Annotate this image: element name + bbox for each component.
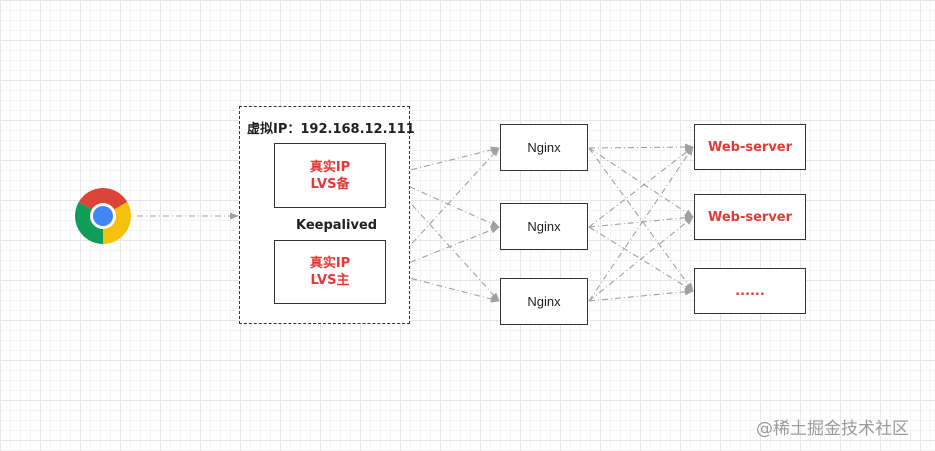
lvs-backup-role-label: LVS备 <box>310 176 350 192</box>
keepalived-label: Keepalived <box>296 218 378 233</box>
web-server-label: Web-server <box>707 139 793 155</box>
virtual-ip-label: 虚拟IP：192.168.12.111 <box>247 122 415 137</box>
lvs-backup-ip-label: 真实IP <box>309 159 351 175</box>
watermark: @稀土掘金技术社区 <box>756 419 909 439</box>
arrow-nginx-2-to-server-2 <box>588 214 694 228</box>
arrow-lvs-backup-to-nginx-2 <box>385 175 500 228</box>
web-server-node-1: Web-server <box>694 124 806 170</box>
arrow-nginx-1-to-server-1 <box>588 143 694 151</box>
lvs-master-node: 真实IP LVS主 <box>274 240 386 304</box>
web-server-ellipsis-label: ...... <box>735 283 765 299</box>
nginx-node-1: Nginx <box>500 124 588 171</box>
nginx-node-label: Nginx <box>527 140 561 155</box>
arrow-nginx-2-to-server-1 <box>588 146 694 228</box>
web-server-node-3: ...... <box>694 268 806 314</box>
arrow-nginx-3-to-server-2 <box>588 216 694 302</box>
nginx-node-2: Nginx <box>500 203 588 250</box>
lvs-backup-node: 真实IP LVS备 <box>274 143 386 208</box>
arrow-nginx-1-to-server-3 <box>588 147 694 292</box>
nginx-node-3: Nginx <box>500 278 588 325</box>
web-server-label: Web-server <box>707 209 793 225</box>
nginx-node-label: Nginx <box>527 219 561 234</box>
nginx-node-label: Nginx <box>527 294 561 309</box>
lvs-master-ip-label: 真实IP <box>309 256 351 271</box>
lvs-master-role-label: LVS主 <box>310 273 350 288</box>
arrow-nginx-3-to-server-1 <box>588 146 694 302</box>
arrow-nginx-1-to-server-2 <box>588 147 694 218</box>
chrome-browser-icon <box>74 187 132 244</box>
web-server-node-2: Web-server <box>694 194 806 240</box>
arrow-nginx-3-to-server-3 <box>588 288 694 302</box>
